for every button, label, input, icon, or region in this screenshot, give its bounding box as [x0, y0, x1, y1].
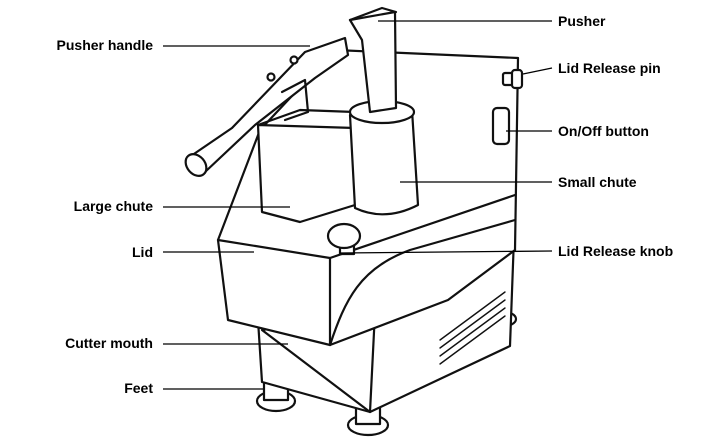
label-lid: Lid	[132, 244, 153, 260]
label-cutter-mouth: Cutter mouth	[65, 335, 153, 351]
on-off-button-drawing	[491, 106, 511, 146]
leader-lines	[163, 20, 553, 390]
pusher-drawing	[348, 6, 398, 114]
large-chute-drawing	[256, 108, 357, 224]
label-lid-release-knob: Lid Release knob	[558, 243, 673, 259]
label-pusher: Pusher	[558, 13, 606, 29]
label-on-off-button: On/Off button	[558, 123, 649, 139]
pusher-handle-drawing	[184, 36, 350, 177]
callout-labels: Pusher Pusher handle Lid Release pin On/…	[57, 13, 674, 396]
lid-release-knob-drawing	[326, 222, 362, 256]
label-large-chute: Large chute	[74, 198, 154, 214]
label-lid-release-pin: Lid Release pin	[558, 60, 661, 76]
small-chute-drawing	[348, 99, 420, 216]
machine-drawing	[184, 6, 524, 437]
label-small-chute: Small chute	[558, 174, 637, 190]
label-pusher-handle: Pusher handle	[57, 37, 154, 53]
label-feet: Feet	[124, 380, 153, 396]
lid-release-pin-drawing	[501, 68, 524, 90]
